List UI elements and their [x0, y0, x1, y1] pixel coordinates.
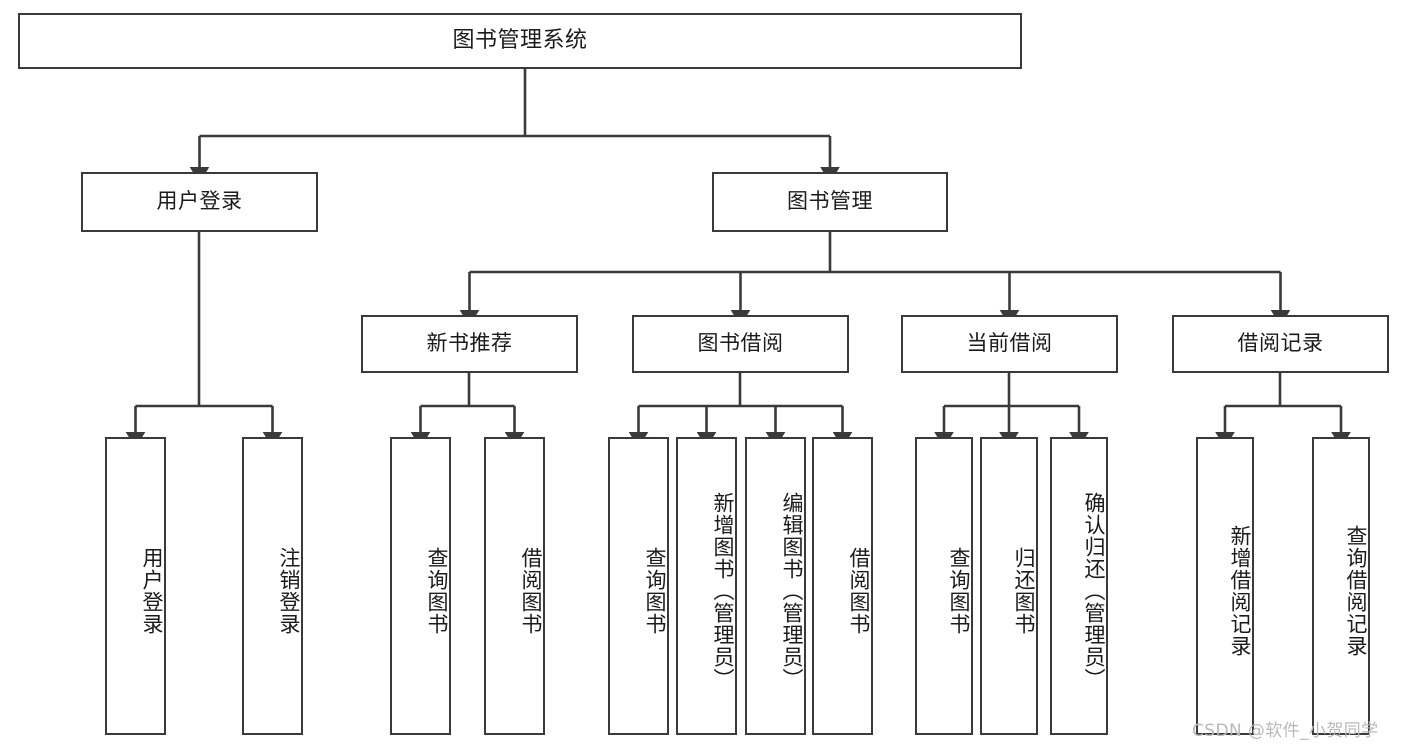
- node-leaf-edit-book[interactable]: 编辑图书（管理员）: [745, 437, 806, 735]
- node-user-login[interactable]: 用户登录: [81, 172, 318, 232]
- node-current-borrow[interactable]: 当前借阅: [901, 315, 1118, 373]
- node-label: 查询借阅记录: [1344, 525, 1368, 657]
- node-label: 查询图书: [947, 547, 971, 635]
- node-label: 查询图书: [425, 547, 449, 635]
- node-label: 新增借阅记录: [1228, 525, 1252, 657]
- node-label: 当前借阅: [966, 331, 1053, 356]
- node-label: 图书管理系统: [452, 27, 588, 53]
- node-leaf-confirm-return[interactable]: 确认归还（管理员）: [1050, 437, 1108, 735]
- node-borrow-record[interactable]: 借阅记录: [1172, 315, 1389, 373]
- node-label: 用户登录: [156, 189, 243, 214]
- node-leaf-borrow-book[interactable]: 借阅图书: [812, 437, 873, 735]
- node-leaf-return-book[interactable]: 归还图书: [980, 437, 1038, 735]
- watermark-label: CSDN @软件_小贺同学: [1192, 721, 1379, 741]
- node-leaf-query-book-borrow[interactable]: 查询图书: [608, 437, 669, 735]
- node-leaf-query-book-current[interactable]: 查询图书: [915, 437, 973, 735]
- node-leaf-add-borrow-record[interactable]: 新增借阅记录: [1196, 437, 1254, 735]
- node-leaf-query-borrow-record[interactable]: 查询借阅记录: [1312, 437, 1370, 735]
- node-label: 借阅图书: [519, 547, 543, 635]
- node-book-borrow[interactable]: 图书借阅: [632, 315, 849, 373]
- node-leaf-borrow-book-recommend[interactable]: 借阅图书: [484, 437, 545, 735]
- node-label: 查询图书: [643, 547, 667, 635]
- node-label: 注销登录: [277, 547, 301, 635]
- node-label: 图书管理: [787, 189, 873, 214]
- node-label: 归还图书: [1012, 547, 1036, 635]
- node-root[interactable]: 图书管理系统: [18, 13, 1022, 69]
- node-label: 图书借阅: [697, 331, 784, 356]
- node-label: 借阅记录: [1237, 331, 1324, 356]
- node-new-book-recommend[interactable]: 新书推荐: [361, 315, 578, 373]
- node-label: 确认归还（管理员）: [1082, 492, 1106, 690]
- node-leaf-add-book[interactable]: 新增图书（管理员）: [676, 437, 737, 735]
- node-label: 借阅图书: [847, 547, 871, 635]
- node-leaf-query-book-recommend[interactable]: 查询图书: [390, 437, 451, 735]
- node-label: 新增图书（管理员）: [711, 492, 735, 690]
- node-leaf-user-login[interactable]: 用户登录: [105, 437, 166, 735]
- node-leaf-logout[interactable]: 注销登录: [242, 437, 303, 735]
- node-label: 用户登录: [140, 547, 164, 635]
- node-label: 编辑图书（管理员）: [780, 492, 804, 690]
- node-book-manage[interactable]: 图书管理: [712, 172, 948, 232]
- node-label: 新书推荐: [426, 331, 513, 356]
